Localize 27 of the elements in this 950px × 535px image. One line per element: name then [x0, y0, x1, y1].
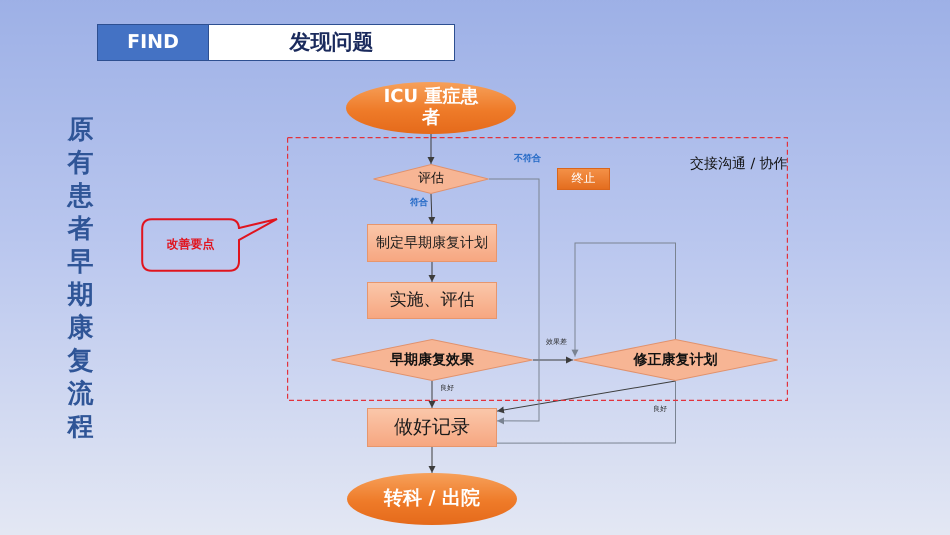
condition-label: 不符合 — [514, 155, 541, 164]
terminal-oval: 转科 / 出院 — [347, 473, 517, 525]
dashed-frame — [287, 137, 788, 401]
arrow — [428, 194, 436, 224]
end-box: 终止 — [557, 168, 610, 190]
process-box: 制定早期康复计划 — [367, 224, 497, 262]
arrow — [496, 380, 676, 414]
arrow — [428, 446, 436, 474]
arrow — [572, 242, 676, 358]
arrow — [428, 380, 436, 408]
arrow — [532, 356, 574, 364]
frame-heading: 交接沟通 / 协作 — [690, 156, 788, 172]
arrow — [428, 134, 434, 164]
decision-diamond: 早期康复效果 — [331, 339, 533, 381]
vertical-title: 原有患者早期康复流程 — [67, 114, 94, 444]
connector-line — [496, 380, 676, 444]
header-title-box: 发现问题 — [209, 24, 455, 61]
terminal-oval: ICU 重症患者 — [346, 82, 516, 134]
arrow — [488, 178, 540, 424]
decision-diamond: 修正康复计划 — [573, 339, 778, 381]
process-box: 实施、评估 — [367, 282, 497, 319]
header-tab: FIND — [97, 24, 209, 61]
arrow — [428, 262, 436, 282]
edge-label: 符合 — [410, 199, 428, 208]
process-box: 做好记录 — [367, 408, 497, 447]
decision-diamond: 评估 — [373, 164, 489, 194]
callout-bubble: 改善要点 — [141, 218, 278, 272]
